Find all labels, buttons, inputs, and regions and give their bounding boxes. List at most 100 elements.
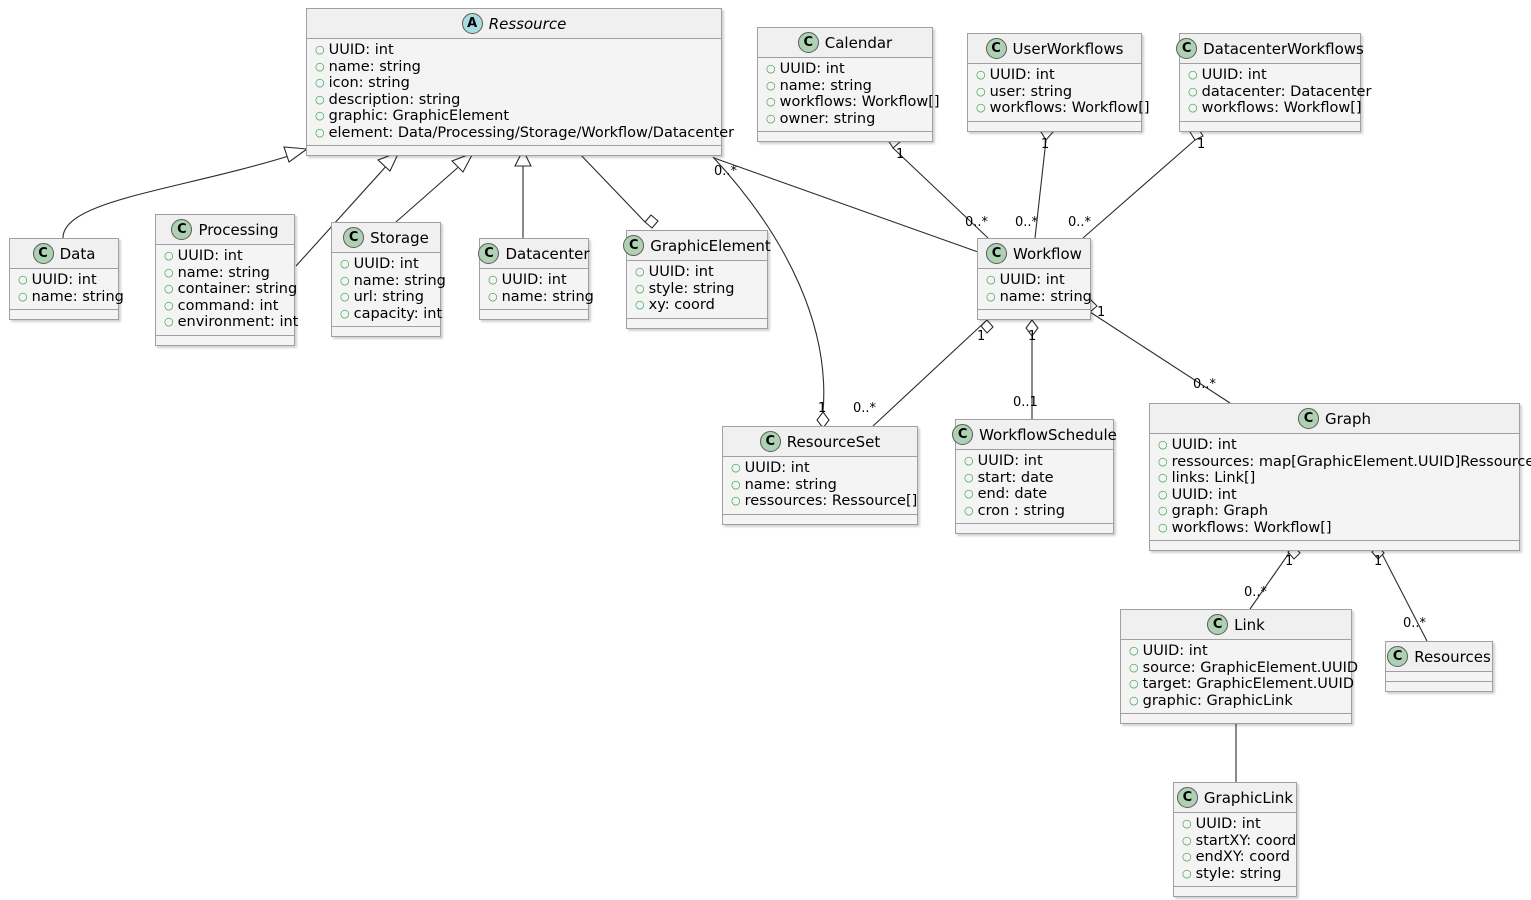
attribute-text: UUID: int: [779, 61, 845, 77]
attribute-row: ○name: string: [338, 273, 446, 290]
visibility-package-icon: ○: [964, 454, 974, 467]
class-attributes-calendar: ○UUID: int○name: string○workflows: Workf…: [758, 58, 940, 132]
attribute-row: ○UUID: int: [974, 67, 1135, 84]
class-icon: C: [478, 243, 500, 264]
abstract-class-icon: A: [461, 13, 483, 34]
visibility-package-icon: ○: [1188, 101, 1198, 114]
class-header-processing: C Processing: [156, 215, 294, 245]
attribute-text: container: string: [177, 281, 298, 297]
attribute-text: UUID: int: [989, 67, 1055, 83]
attribute-text: cron : string: [977, 502, 1066, 519]
class-operations-workflow: [978, 310, 1090, 319]
attribute-text: icon: string: [328, 75, 410, 91]
attribute-row: ○UUID: int: [764, 61, 926, 78]
attribute-row: ○UUID: int: [1127, 643, 1345, 660]
attribute-text: name: string: [328, 58, 421, 75]
attribute-row: ○name: string: [16, 289, 124, 306]
visibility-package-icon: ○: [340, 273, 350, 287]
class-icon: C: [759, 431, 781, 452]
attribute-text: graph: Graph: [1171, 503, 1269, 519]
class-icon: C: [1387, 646, 1409, 667]
class-icon: C: [985, 38, 1007, 59]
attribute-row: ○graph: Graph: [1156, 503, 1513, 520]
attribute-text: source: GraphicElement.UUID: [1142, 659, 1359, 676]
attribute-row: ○UUID: int: [984, 272, 1084, 289]
multiplicity-label: 1: [1285, 554, 1293, 569]
multiplicity-label: 0..*: [965, 215, 989, 230]
visibility-package-icon: ○: [976, 68, 986, 81]
visibility-package-icon: ○: [1158, 454, 1168, 468]
attribute-text: workflows: Workflow[]: [989, 100, 1150, 116]
visibility-package-icon: ○: [731, 494, 741, 507]
attribute-row: ○UUID: int: [162, 248, 288, 265]
class-operations-graphicelement: [627, 318, 767, 328]
attribute-row: ○UUID: int: [1186, 67, 1354, 84]
class-name-processing: Processing: [198, 220, 279, 239]
attribute-row: ○UUID: int: [1180, 816, 1290, 833]
class-icon: C: [1176, 38, 1198, 59]
visibility-package-icon: ○: [18, 289, 28, 303]
attribute-row: ○start: date: [962, 470, 1107, 487]
multiplicity-label: 0..*: [1068, 215, 1092, 230]
visibility-package-icon: ○: [1158, 520, 1168, 534]
attribute-text: name: string: [31, 288, 124, 305]
attribute-text: name: string: [779, 77, 872, 94]
edge-data-inherits-ressource: [62, 146, 309, 239]
multiplicity-label: 1: [1374, 554, 1382, 569]
attribute-text: environment: int: [177, 314, 299, 330]
class-box-calendar[interactable]: C Calendar ○UUID: int○name: string○workflo…: [757, 27, 940, 142]
class-attributes-resources: [1386, 672, 1492, 682]
attribute-text: name: string: [353, 272, 446, 289]
class-operations-resourceset: [723, 514, 917, 524]
class-icon: C: [797, 32, 819, 53]
attribute-row: ○owner: string: [764, 111, 926, 128]
attribute-text: description: string: [328, 91, 461, 108]
class-icon: C: [171, 219, 193, 240]
class-operations-datacenterworkflows: [1180, 121, 1360, 131]
attribute-text: target: GraphicElement.UUID: [1142, 676, 1354, 692]
attribute-text: user: string: [989, 83, 1073, 100]
multiplicity-label: 1: [1097, 305, 1105, 320]
visibility-package-icon: ○: [18, 273, 28, 286]
visibility-package-icon: ○: [976, 84, 986, 98]
attribute-text: UUID: int: [1171, 437, 1237, 453]
visibility-package-icon: ○: [635, 298, 645, 311]
attribute-row: ○end: date: [962, 486, 1107, 503]
edge-ressource-association-workflow: [713, 157, 979, 253]
visibility-package-icon: ○: [164, 315, 174, 328]
class-name-calendar: Calendar: [824, 33, 893, 52]
visibility-package-icon: ○: [1129, 677, 1139, 690]
visibility-package-icon: ○: [1158, 504, 1168, 517]
attribute-row: ○workflows: Workflow[]: [764, 94, 940, 111]
attribute-row: ○command: int: [162, 298, 288, 315]
visibility-package-icon: ○: [635, 281, 645, 295]
attribute-row: ○startXY: coord: [1180, 833, 1296, 850]
class-attributes-workflow: ○UUID: int○name: string: [978, 269, 1092, 310]
multiplicity-label: 1: [1041, 137, 1049, 152]
attribute-text: graphic: GraphicElement: [328, 108, 510, 124]
class-attributes-resourceset: ○UUID: int○name: string○ressources: Ress…: [723, 457, 917, 515]
attribute-text: endXY: coord: [1195, 849, 1290, 865]
attribute-text: ressources: map[GraphicElement.UUID]Ress…: [1171, 453, 1531, 470]
class-name-data: Data: [59, 244, 96, 263]
attribute-row: ○name: string: [729, 477, 911, 494]
